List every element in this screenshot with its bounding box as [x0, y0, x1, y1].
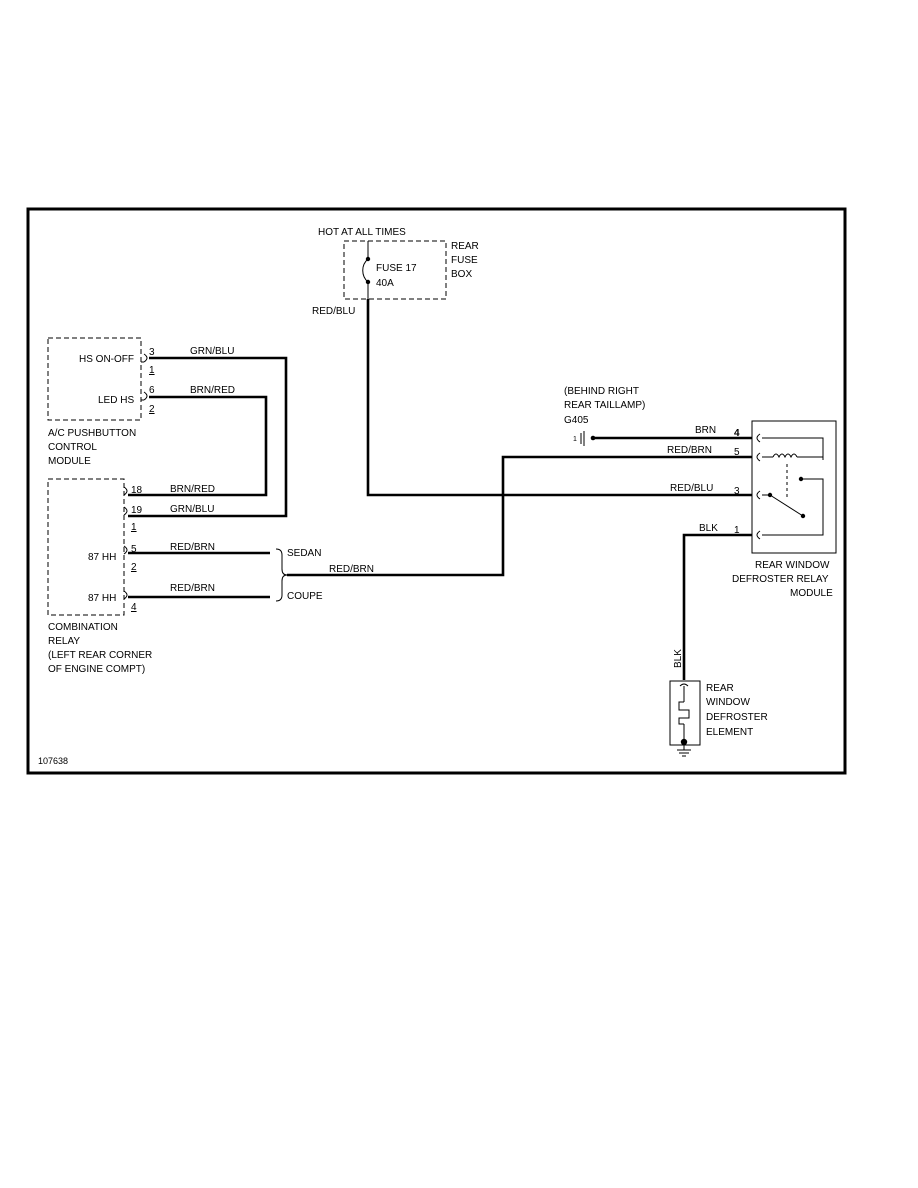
wire-label-blk-module: BLK [699, 523, 718, 534]
comb-relay-name-3: (LEFT REAR CORNER [48, 650, 152, 661]
fuse-name: FUSE 17 [376, 263, 417, 274]
ground-location-2: REAR TAILLAMP) [564, 400, 645, 411]
comb-relay-name-2: RELAY [48, 636, 80, 647]
comb-relay-name-4: OF ENGINE COMPT) [48, 664, 145, 675]
ground-location-1: (BEHIND RIGHT [564, 386, 639, 397]
ac-pin-3: 3 [149, 347, 155, 358]
wire-label-red-brn-module: RED/BRN [667, 445, 712, 456]
hs-on-off-label: HS ON-OFF [79, 354, 134, 365]
wire-label-grn-blu-ac: GRN/BLU [190, 346, 234, 357]
fuse-box-label-1: REAR [451, 241, 479, 252]
fuse-17-symbol [362, 258, 369, 283]
comb-87hh-label-2: 87 HH [88, 593, 116, 604]
wire-red-blu [366, 299, 752, 497]
wire-label-brn: BRN [695, 425, 716, 436]
ac-pin-1: 1 [149, 365, 155, 376]
element-name-2: WINDOW [706, 697, 750, 708]
svg-text:1: 1 [573, 436, 577, 443]
comb-pin-5: 5 [131, 544, 137, 555]
led-hs-label: LED HS [98, 395, 134, 406]
comb-pin-19: 19 [131, 505, 143, 516]
defroster-grid-symbol [677, 683, 691, 757]
wire-red-brn-module [287, 455, 752, 577]
ground-id: G405 [564, 415, 589, 426]
sedan-label: SEDAN [287, 548, 321, 559]
relay-module-name-3: MODULE [790, 588, 833, 599]
connector-module-5 [756, 452, 761, 462]
fuse-box-label-2: FUSE [451, 255, 478, 266]
ac-module-outline [47, 337, 142, 421]
ac-pin-2: 2 [149, 404, 155, 415]
fuse-box-label-3: BOX [451, 269, 472, 280]
module-pin-3: 3 [734, 486, 740, 497]
ac-pin-6: 6 [149, 385, 155, 396]
comb-relay-name-1: COMBINATION [48, 622, 118, 633]
wire-label-blk-vertical: BLK [673, 649, 684, 668]
comb-87hh-label-1: 87 HH [88, 552, 116, 563]
connector-comb-5 [123, 545, 128, 555]
relay-module-outline [751, 420, 837, 554]
connector-comb-4 [123, 590, 128, 600]
connector-comb-19 [123, 506, 128, 516]
sedan-coupe-brace [275, 548, 288, 602]
relay-internal-circuit [762, 437, 824, 536]
connector-module-1 [756, 530, 761, 540]
combination-relay-outline [47, 478, 125, 616]
wire-label-brn-red-relay: BRN/RED [170, 484, 215, 495]
hot-at-all-times-label: HOT AT ALL TIMES [318, 227, 406, 238]
ac-module-name-2: CONTROL [48, 442, 97, 453]
connector-module-3 [756, 490, 761, 500]
element-name-1: REAR [706, 683, 734, 694]
rear-fuse-box-outline [343, 240, 447, 300]
comb-pin-2: 2 [131, 562, 137, 573]
defroster-element-outline [669, 680, 701, 746]
wire-label-red-brn-sedan: RED/BRN [170, 542, 215, 553]
coupe-label: COUPE [287, 591, 323, 602]
wire-label-grn-blu-relay: GRN/BLU [170, 504, 214, 515]
ac-module-name-1: A/C PUSHBUTTON [48, 428, 136, 439]
relay-module-name-2: DEFROSTER RELAY [732, 574, 829, 585]
wire-label-brn-red-ac: BRN/RED [190, 385, 235, 396]
connector-module-4 [756, 433, 761, 443]
connector-ac-b [141, 391, 148, 401]
relay-module-name-1: REAR WINDOW [755, 560, 830, 571]
comb-pin-18: 18 [131, 485, 143, 496]
wire-label-red-brn-main: RED/BRN [329, 564, 374, 575]
element-name-4: ELEMENT [706, 727, 753, 738]
wire-label-red-blu-relay: RED/BLU [670, 483, 713, 494]
ac-module-name-3: MODULE [48, 456, 91, 467]
diagram-frame [26, 207, 847, 775]
wire-label-red-blu-fuse: RED/BLU [312, 306, 355, 317]
fuse-rating: 40A [376, 278, 394, 289]
wire-brn-red [128, 395, 268, 497]
module-pin-1: 1 [734, 525, 740, 536]
wire-grn-blu [128, 356, 288, 518]
comb-pin-4: 4 [131, 602, 137, 613]
wire-blk [682, 533, 752, 680]
connector-comb-18 [123, 486, 128, 496]
element-name-3: DEFROSTER [706, 712, 768, 723]
comb-pin-1: 1 [131, 522, 137, 533]
module-pin-5: 5 [734, 447, 740, 458]
figure-id: 107638 [38, 756, 68, 766]
connector-ac-a [141, 353, 148, 363]
module-pin-4: 4 [734, 428, 740, 439]
ground-g405-symbol: 1 [573, 431, 596, 446]
wire-label-red-brn-coupe: RED/BRN [170, 583, 215, 594]
